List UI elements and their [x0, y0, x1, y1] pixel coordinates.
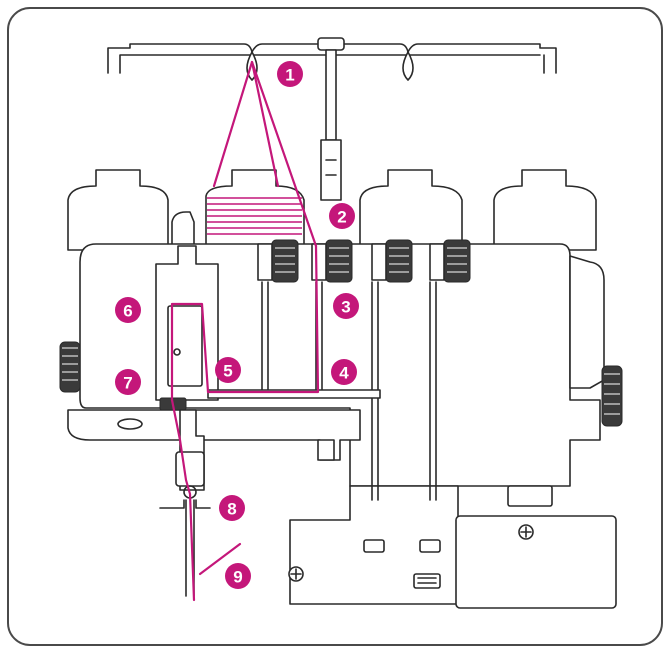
step-badges: 1 2 3 4 5 6 7 8 [115, 61, 359, 589]
badge-2: 2 [329, 203, 355, 229]
badge-1-label: 1 [285, 66, 294, 85]
badge-4-label: 4 [339, 364, 349, 383]
badge-5: 5 [215, 357, 241, 383]
badge-9: 9 [225, 563, 251, 589]
tension-dials [207, 239, 471, 501]
badge-6-label: 6 [123, 302, 132, 321]
badge-8-label: 8 [227, 500, 236, 519]
thread-spool-wraps [207, 197, 302, 235]
badge-6: 6 [115, 297, 141, 323]
badge-4: 4 [331, 359, 357, 385]
badge-7: 7 [115, 369, 141, 395]
thread-stand [107, 37, 557, 201]
badge-1: 1 [277, 61, 303, 87]
badge-5-label: 5 [223, 362, 232, 381]
badge-7-label: 7 [123, 374, 132, 393]
thread-path [170, 60, 320, 602]
badge-3-label: 3 [341, 298, 350, 317]
badge-9-label: 9 [233, 568, 242, 587]
badge-2-label: 2 [337, 208, 346, 227]
badge-3: 3 [333, 293, 359, 319]
badge-8: 8 [219, 495, 245, 521]
thread-guide-loop-right [402, 51, 414, 81]
